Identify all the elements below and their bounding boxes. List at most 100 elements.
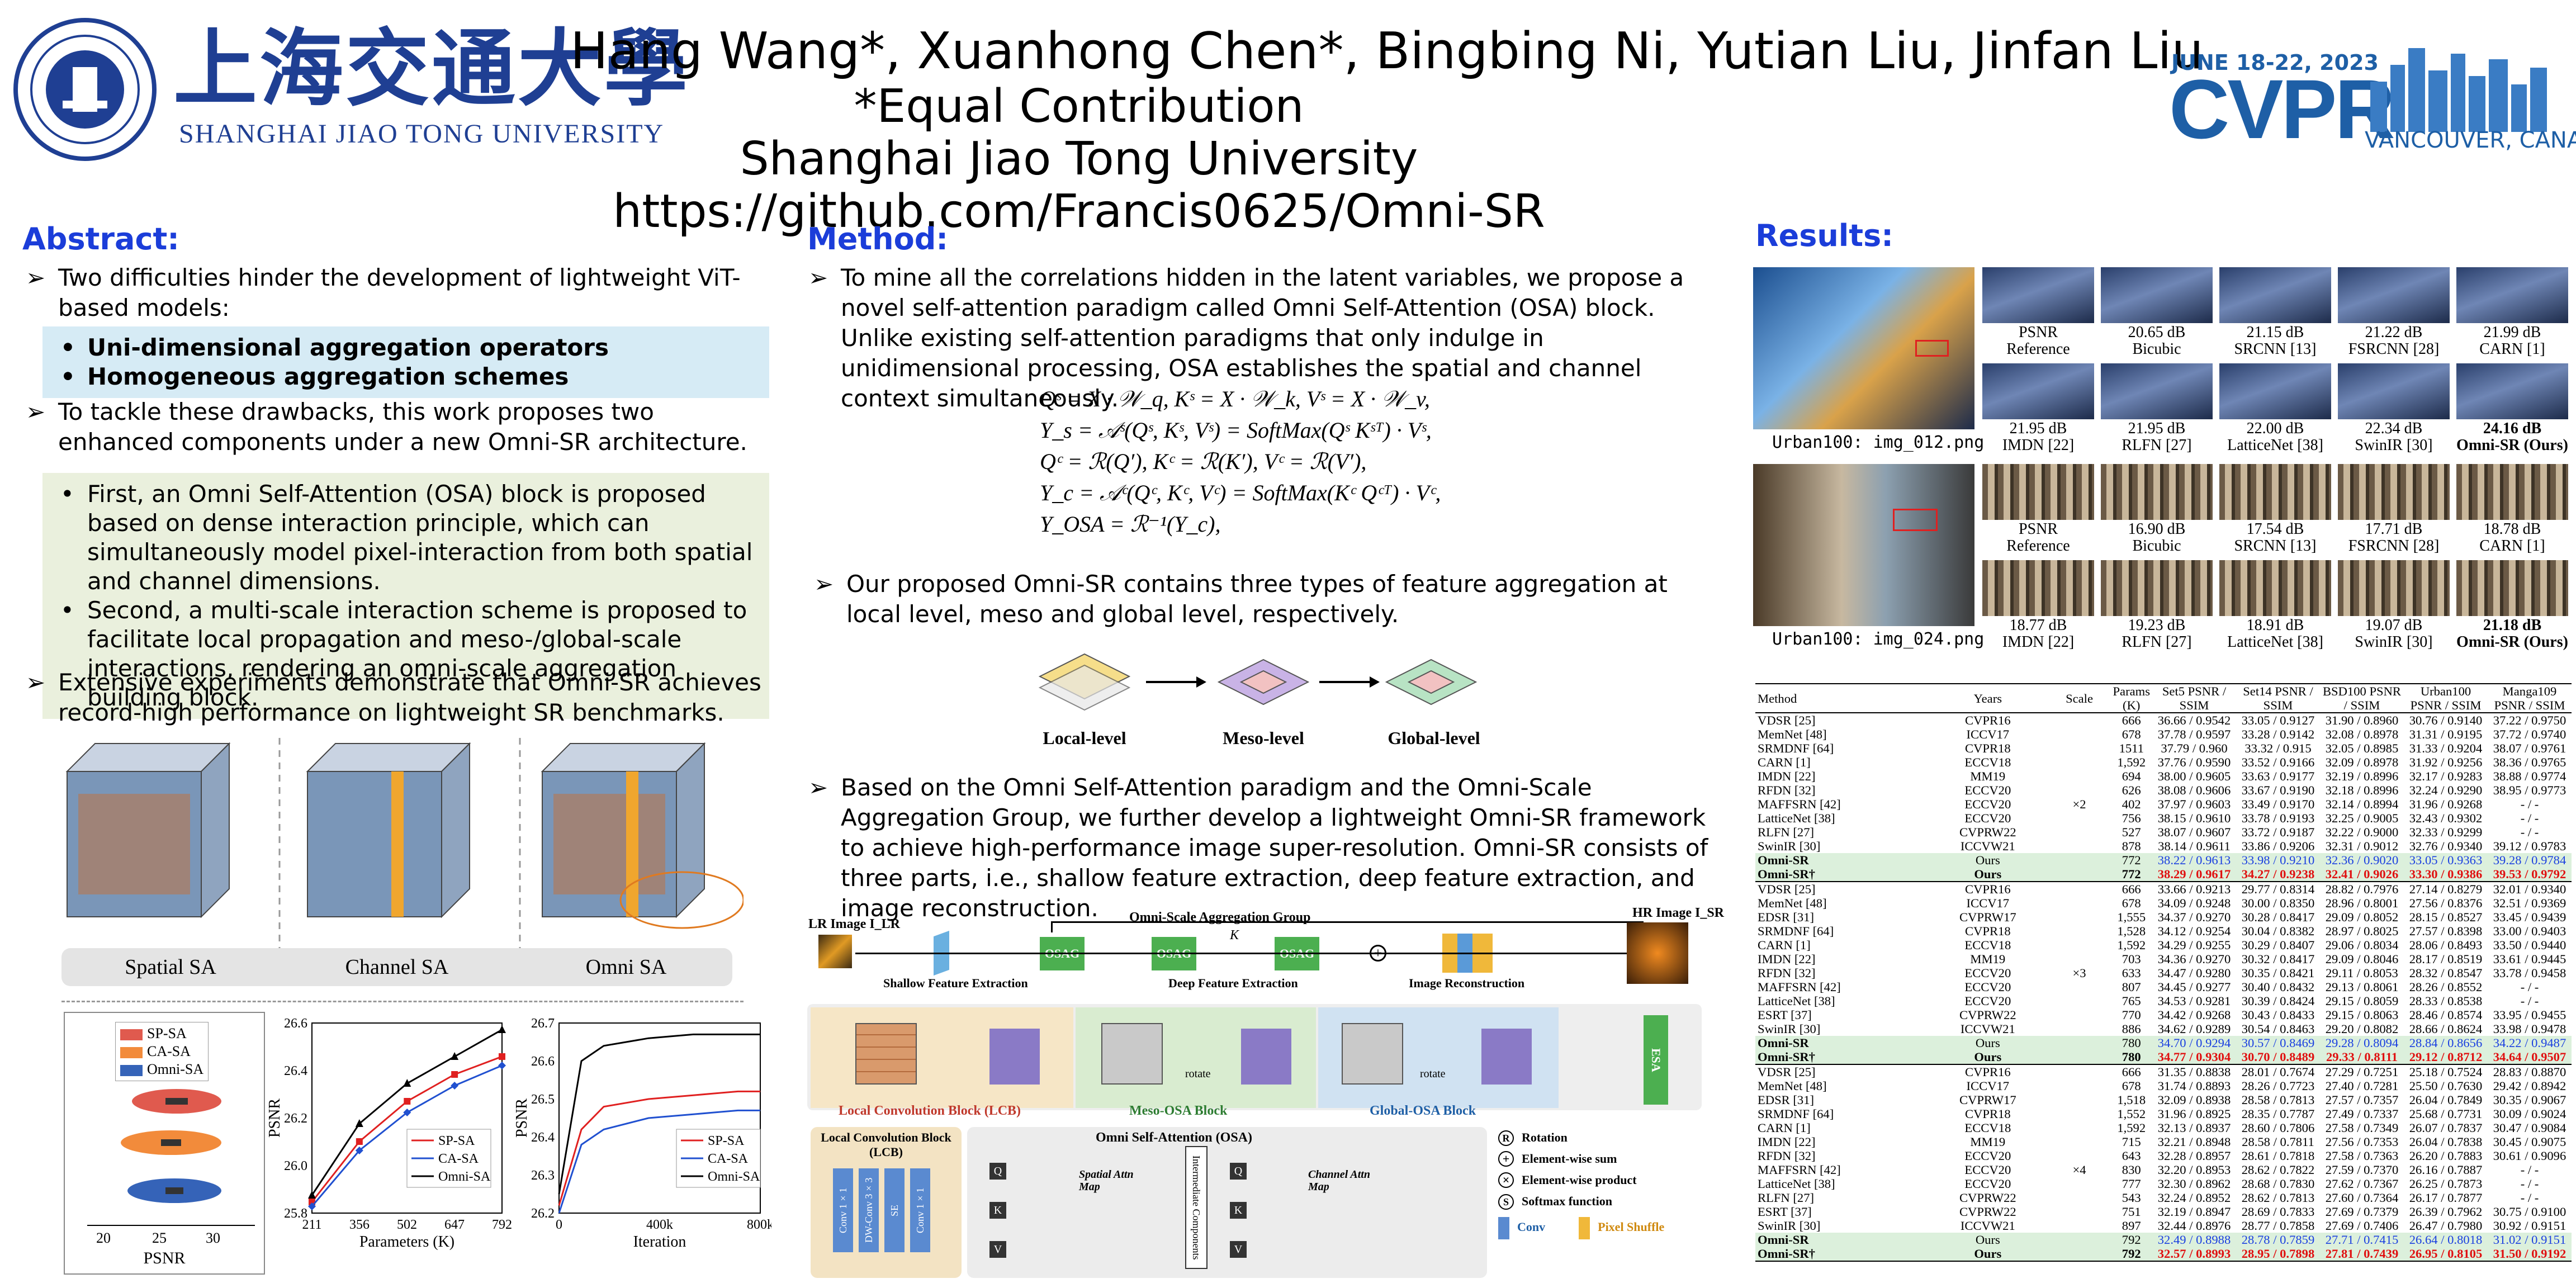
data-point — [498, 1062, 506, 1069]
y-tick-label: 26.7 — [531, 1016, 555, 1031]
table-cell: 31.33 / 0.9204 — [2409, 741, 2483, 755]
legend-label: Omni-SA — [708, 1169, 760, 1184]
data-point — [498, 1025, 506, 1033]
table-cell: 32.08 / 0.8978 — [2325, 727, 2399, 741]
table-cell: MemNet [48] — [1758, 727, 1827, 741]
table-cell: 28.97 / 0.8025 — [2325, 924, 2399, 938]
table-cell: 34.37 / 0.9270 — [2157, 910, 2231, 924]
table-cell: 33.95 / 0.9455 — [2493, 1008, 2566, 1022]
table-cell: 28.77 / 0.7858 — [2241, 1219, 2315, 1233]
table-cell: VDSR [25] — [1758, 882, 1816, 896]
local-level-grid — [1038, 653, 1131, 711]
q-token: Q — [989, 1163, 1006, 1180]
legend-label: CA-SA — [708, 1152, 749, 1166]
table-cell: 28.17 / 0.8519 — [2409, 952, 2483, 966]
table-cell — [2048, 769, 2111, 783]
plot-frame — [311, 1022, 503, 1214]
table-cell: 39.28 / 0.9784 — [2488, 853, 2572, 867]
table-cell: 30.61 / 0.9096 — [2493, 1149, 2566, 1163]
table-cell: 25.18 / 0.7524 — [2409, 1065, 2483, 1079]
group-bracket — [1051, 921, 1644, 932]
table-cell: Omni-SR — [1755, 1233, 1928, 1247]
table-cell: 38.95 / 0.9773 — [2493, 783, 2566, 797]
comparison-thumbnail — [2456, 560, 2568, 616]
comparison-thumbnail — [2338, 267, 2450, 323]
method-name: LatticeNet [38] — [2227, 437, 2323, 454]
city-skyline-icon — [2370, 48, 2547, 132]
psnr-value: 16.90 dB — [2128, 520, 2186, 538]
table-cell: 34.09 / 0.9248 — [2157, 896, 2231, 910]
table-cell: 29.20 / 0.8082 — [2325, 1022, 2399, 1036]
table-cell — [2048, 910, 2111, 924]
table-cell: IMDN [22] — [1758, 769, 1816, 783]
table-cell: 27.71 / 0.7415 — [2320, 1233, 2404, 1247]
difficulty-item: Homogeneous aggregation schemes — [56, 362, 758, 391]
table-cell — [2048, 1135, 2111, 1149]
table-cell: MM19 — [1970, 952, 2006, 966]
sum-legend-icon: + — [1498, 1151, 1514, 1167]
data-point — [403, 1079, 411, 1087]
conference-dates: JUNE 18-22, 2023 — [2171, 50, 2379, 75]
method-name: Omni-SR (Ours) — [2456, 633, 2568, 651]
rotate-label: rotate — [1185, 1068, 1211, 1080]
psnr-value: 19.23 dB — [2128, 617, 2186, 634]
y-tick-label: 26.4 — [531, 1130, 555, 1145]
table-cell: 33.00 / 0.9403 — [2493, 924, 2566, 938]
table-cell: RFDN [32] — [1758, 966, 1816, 980]
table-cell: 32.21 / 0.8948 — [2157, 1135, 2231, 1149]
table-cell: 31.31 / 0.9195 — [2409, 727, 2483, 741]
table-cell: 27.29 / 0.7251 — [2325, 1065, 2399, 1079]
table-cell: 32.14 / 0.8994 — [2325, 797, 2399, 811]
legend-label: SP-SA — [708, 1134, 745, 1148]
results-heading: Results: — [1755, 218, 1893, 253]
legend-item: CA-SA — [120, 1043, 203, 1060]
table-cell: 38.36 / 0.9765 — [2493, 755, 2566, 769]
table-cell: 28.62 / 0.7822 — [2241, 1163, 2315, 1177]
table-cell: 26.04 / 0.7849 — [2409, 1093, 2483, 1107]
table-cell: 27.57 / 0.8398 — [2409, 924, 2483, 938]
lcb-grid — [855, 1023, 917, 1085]
method-name: SwinIR [30] — [2355, 437, 2433, 454]
table-cell: 703 — [2122, 952, 2141, 966]
table-cell: 666 — [2122, 882, 2141, 896]
method-bullet-3: ➢ Based on the Omni Self-Attention parad… — [808, 774, 1708, 922]
table-cell: 28.60 / 0.7806 — [2241, 1121, 2315, 1135]
table-cell: 34.47 / 0.9280 — [2157, 966, 2231, 980]
university-chinese-name: 上海交通大學 — [173, 20, 690, 118]
legend-label: Omni-SA — [438, 1169, 491, 1184]
table-cell: 678 — [2122, 1079, 2141, 1093]
table-cell: CVPRW22 — [1959, 1191, 2016, 1205]
comparison-thumbnail — [2219, 464, 2331, 520]
conv2-block: Conv 1×1 — [910, 1168, 930, 1252]
results-table-container: Method Years Scale Params (K) Set5 PSNR … — [1755, 683, 2572, 1279]
dwconv-block: DW-Conv 3×3 — [859, 1168, 879, 1252]
table-cell: 37.78 / 0.9597 — [2157, 727, 2231, 741]
table-cell: ICCV17 — [1966, 1079, 2010, 1093]
table-cell: RLFN [27] — [1758, 1191, 1815, 1205]
results-table: Method Years Scale Params (K) Set5 PSNR … — [1755, 683, 2572, 1262]
table-cell — [2048, 741, 2111, 755]
psnr-value: 18.91 dB — [2246, 617, 2304, 634]
table-cell: 26.47 / 0.7980 — [2409, 1219, 2483, 1233]
sa-cubes-illustration — [65, 738, 745, 978]
table-cell — [2048, 713, 2111, 727]
image-caption: Urban100: img_012.png — [1772, 433, 1985, 452]
meso-level-label: Meso-level — [1223, 728, 1304, 748]
table-cell: 27.58 / 0.7349 — [2325, 1121, 2399, 1135]
table-cell: 31.92 / 0.9256 — [2409, 755, 2483, 769]
table-cell: CVPR16 — [1965, 713, 2011, 727]
project-url[interactable]: https://github.com/Francis0625/Omni-SR — [613, 185, 1545, 238]
table-cell: - / - — [2520, 980, 2539, 994]
table-cell: CVPR18 — [1965, 924, 2011, 938]
urban100-img012-full — [1753, 267, 1974, 429]
table-cell: 32.28 / 0.8957 — [2157, 1149, 2231, 1163]
